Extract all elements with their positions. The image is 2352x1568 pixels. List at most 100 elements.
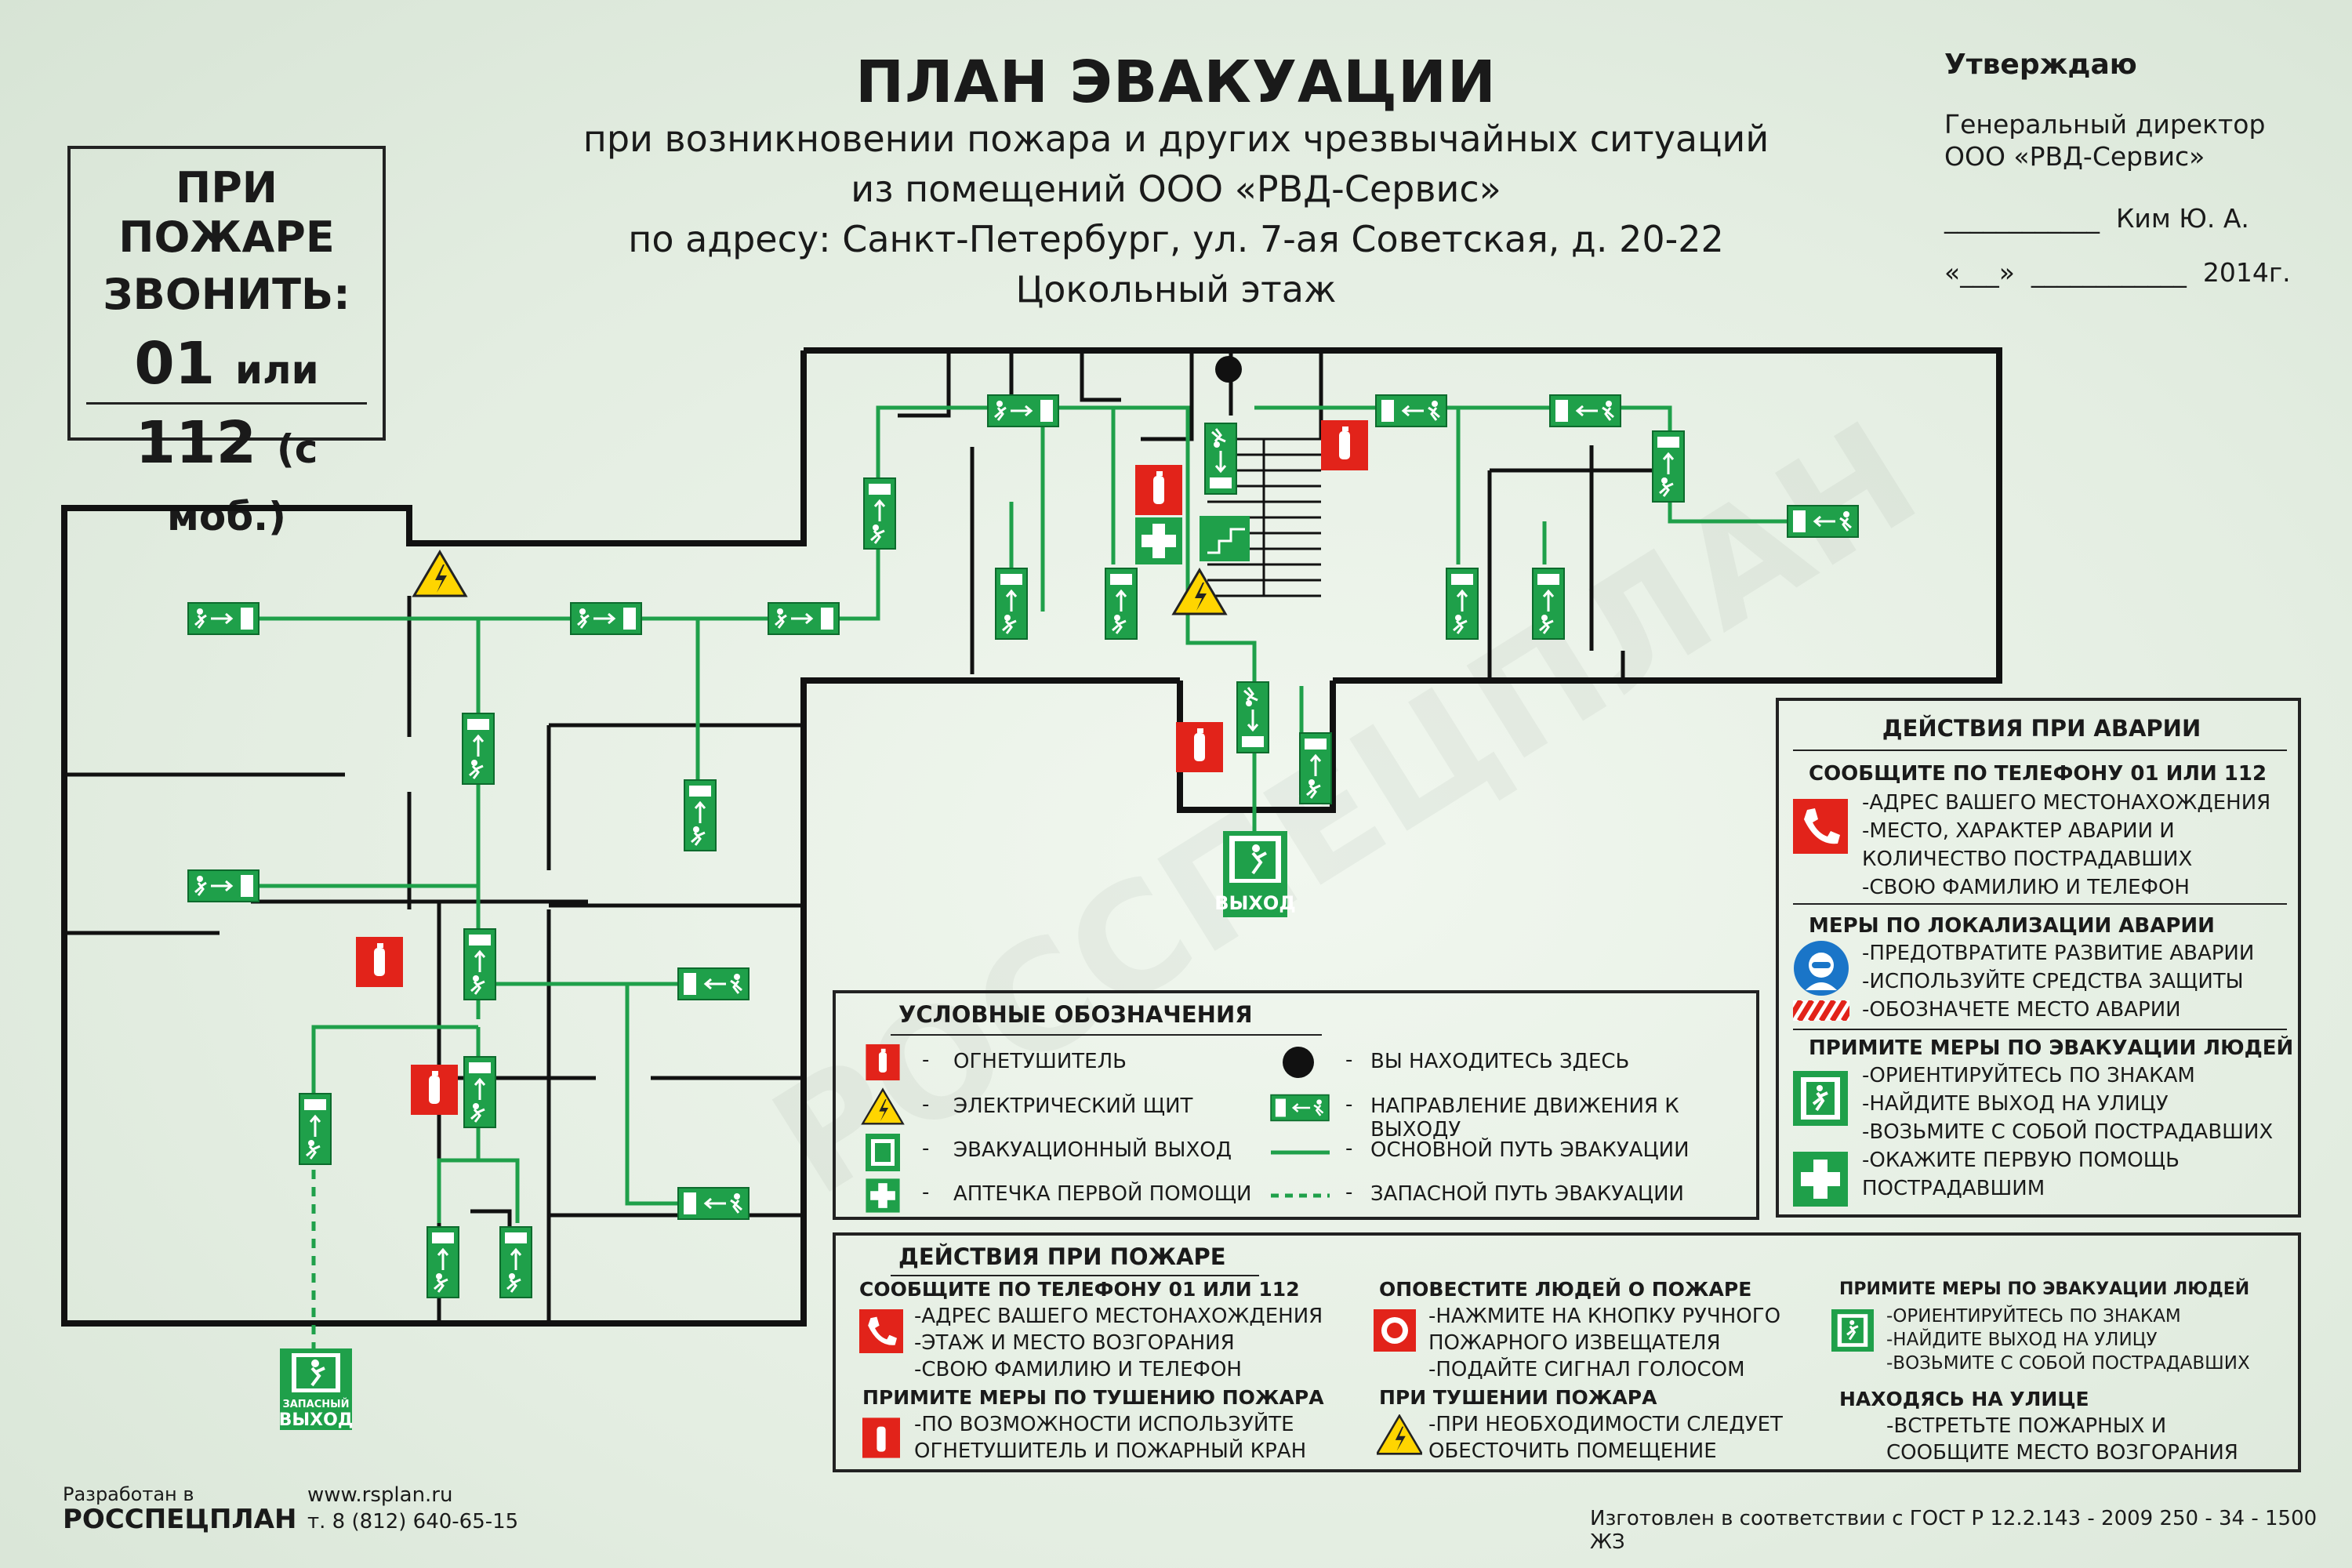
- exit-sign-left-1: [1376, 395, 1446, 426]
- accident-s3-line: -ВОЗЬМИТЕ С СОБОЙ ПОСТРАДАВШИХ: [1862, 1120, 2274, 1144]
- fire-c3-title: ПРИМИТЕ МЕРЫ ПО ЭВАКУАЦИИ ЛЮДЕЙ: [1839, 1279, 2250, 1299]
- legend-dash: -: [922, 1048, 930, 1072]
- extinguisher-icon: [862, 1417, 900, 1458]
- legend-dash: -: [1345, 1093, 1353, 1116]
- approval-role1: Генеральный директор: [1944, 109, 2266, 140]
- exit-sign-left-4: [678, 968, 749, 1000]
- legend-dash: -: [922, 1093, 930, 1116]
- legend-dash: -: [922, 1181, 930, 1204]
- legend-item-exit: ЭВАКУАЦИОННЫЙ ВЫХОД: [953, 1138, 1232, 1162]
- legend-item-first-aid: АПТЕЧКА ПЕРВОЙ ПОМОЩИ: [953, 1182, 1252, 1206]
- phone-icon: [1793, 799, 1848, 854]
- legend-you-are-here-icon: [1283, 1047, 1314, 1078]
- legend-panel: УСЛОВНЫЕ ОБОЗНАЧЕНИЯ - - - - ОГНЕТУШИТЕЛ…: [833, 990, 1759, 1220]
- fire-c2-line: ПОЖАРНОГО ИЗВЕЩАТЕЛЯ: [1428, 1331, 1721, 1355]
- extinguisher-icon: [1135, 465, 1182, 515]
- legend-item-spare-route: ЗАПАСНОЙ ПУТЬ ЭВАКУАЦИИ: [1370, 1182, 1685, 1206]
- subtitle-line-1: при возникновении пожара и других чрезвы…: [583, 118, 1769, 160]
- accident-rule: [1793, 750, 2287, 751]
- accident-s3-line: -ОКАЖИТЕ ПЕРВУЮ ПОМОЩЬ: [1862, 1149, 2180, 1172]
- alarm-button-icon: [1374, 1309, 1416, 1352]
- exit-sign-down-1: [1205, 423, 1236, 494]
- accident-s2-line: -ИСПОЛЬЗУЙТЕ СРЕДСТВА ЗАЩИТЫ: [1862, 970, 2244, 993]
- accident-s3-title: ПРИМИТЕ МЕРЫ ПО ЭВАКУАЦИИ ЛЮДЕЙ: [1809, 1036, 2294, 1060]
- approval-date-blank: ____________: [2031, 257, 2187, 288]
- exit-sign-up-4: [1445, 567, 1479, 641]
- spare-exit-label-2: ВЫХОД: [279, 1410, 354, 1430]
- approval-role2: ООО «РВД-Сервис»: [1944, 141, 2205, 172]
- main-exit-sign: ВЫХОД: [1214, 831, 1296, 917]
- fire-call-or: или: [235, 347, 319, 393]
- exit-sign-up-5: [1531, 567, 1566, 641]
- subtitle-line-3: по адресу: Санкт-Петербург, ул. 7-ая Сов…: [628, 218, 1724, 260]
- developer-site: www.rsplan.ru: [307, 1483, 453, 1507]
- fire-heading-rule: [891, 1275, 1259, 1276]
- approval-block: Утверждаю Генеральный директор ООО «РВД-…: [1944, 49, 2291, 288]
- fire-actions-panel: ДЕЙСТВИЯ ПРИ ПОЖАРЕ СООБЩИТЕ ПО ТЕЛЕФОНУ…: [833, 1232, 2301, 1472]
- extinguisher-icon: [356, 937, 403, 987]
- legend-extinguisher-icon: [866, 1044, 900, 1081]
- fire-c2b-line: -ПРИ НЕОБХОДИМОСТИ СЛЕДУЕТ: [1428, 1413, 1783, 1436]
- spare-exit-sign: ЗАПАСНЫЙ ВЫХОД: [279, 1348, 354, 1430]
- fire-call-line1: ПРИ ПОЖАРЕ: [118, 163, 335, 262]
- page-title: ПЛАН ЭВАКУАЦИИ: [855, 49, 1497, 116]
- accident-s3-line: ПОСТРАДАВШИМ: [1862, 1177, 2045, 1200]
- phone-icon: [859, 1309, 903, 1353]
- fire-c1b-title: ПРИМИТЕ МЕРЫ ПО ТУШЕНИЮ ПОЖАРА: [862, 1386, 1324, 1409]
- legend-dash: -: [922, 1137, 930, 1160]
- exit-icon: [1793, 1071, 1848, 1126]
- protection-icon: [1794, 941, 1849, 996]
- accident-s2-title: МЕРЫ ПО ЛОКАЛИЗАЦИИ АВАРИИ: [1809, 914, 2215, 938]
- exit-sign-up-8: [683, 779, 717, 852]
- fire-c3-line: -ОРИЕНТИРУЙТЕСЬ ПО ЗНАКАМ: [1886, 1306, 2181, 1327]
- exit-sign-right-4: [986, 394, 1060, 428]
- main-exit-label: ВЫХОД: [1214, 892, 1295, 914]
- stair-exit-sign-icon: [1200, 516, 1250, 561]
- accident-s3-line: -НАЙДИТЕ ВЫХОД НА УЛИЦУ: [1862, 1092, 2169, 1116]
- exit-sign-up-1: [862, 477, 897, 550]
- fire-c2-title: ОПОВЕСТИТЕ ЛЮДЕЙ О ПОЖАРЕ: [1379, 1278, 1752, 1301]
- developer-label: Разработан в: [63, 1483, 194, 1505]
- exit-sign-down-2: [1237, 682, 1269, 753]
- approval-year: 2014г.: [2202, 257, 2291, 288]
- accident-heading: ДЕЙСТВИЯ ПРИ АВАРИИ: [1882, 715, 2201, 742]
- accident-s3-line: -ОРИЕНТИРУЙТЕСЬ ПО ЗНАКАМ: [1862, 1064, 2195, 1087]
- electrical-panel-icon: [412, 550, 467, 597]
- fire-c3-line: -ВОЗЬМИТЕ С СОБОЙ ПОСТРАДАВШИХ: [1886, 1353, 2250, 1374]
- subtitle-line-2: из помещений ООО «РВД-Сервис»: [851, 168, 1501, 210]
- legend-item-electrical: ЭЛЕКТРИЧЕСКИЙ ЩИТ: [953, 1094, 1193, 1118]
- exit-sign-right-1: [187, 601, 260, 636]
- legend-exit-icon: [866, 1134, 900, 1171]
- fire-call-divider: [86, 402, 367, 405]
- developer-name: РОССПЕЦПЛАН: [63, 1504, 297, 1535]
- exit-sign-left-2: [1550, 395, 1621, 426]
- spare-exit-label-1: ЗАПАСНЫЙ: [282, 1398, 349, 1410]
- fire-call-box: ПРИ ПОЖАРЕ ЗВОНИТЬ: 01 или 112 (с моб.): [67, 146, 386, 539]
- legend-electrical-icon: [862, 1088, 904, 1125]
- legend-dash: -: [1345, 1137, 1353, 1160]
- exit-sign-right-2: [569, 601, 643, 636]
- accident-s1-line: -МЕСТО, ХАРАКТЕР АВАРИИ И: [1862, 819, 2175, 843]
- electrical-hazard-icon: [1377, 1414, 1422, 1455]
- fire-call-num2: 112: [135, 409, 257, 477]
- fire-c1b-line: ОГНЕТУШИТЕЛЬ И ПОЖАРНЫЙ КРАН: [914, 1439, 1307, 1463]
- legend-heading: УСЛОВНЫЕ ОБОЗНАЧЕНИЯ: [898, 1001, 1253, 1028]
- accident-rule: [1793, 1029, 2287, 1030]
- staircase: [1207, 437, 1321, 597]
- fire-heading: ДЕЙСТВИЯ ПРИ ПОЖАРЕ: [898, 1243, 1226, 1270]
- fire-call-num1: 01: [134, 330, 216, 397]
- extinguisher-icon: [411, 1065, 458, 1115]
- exit-sign-up-12: [426, 1225, 460, 1299]
- legend-dash: -: [1345, 1181, 1353, 1204]
- exit-sign-right-5: [187, 869, 260, 903]
- approval-date-prefix: «___»: [1944, 257, 2015, 288]
- fire-c2-line: -НАЖМИТЕ НА КНОПКУ РУЧНОГО: [1428, 1305, 1781, 1328]
- exit-sign-up-6: [1651, 430, 1686, 503]
- electrical-panel-icon: [1172, 568, 1227, 615]
- exit-sign-up-7: [461, 712, 495, 786]
- fire-c1-title: СООБЩИТЕ ПО ТЕЛЕФОНУ 01 ИЛИ 112: [859, 1278, 1300, 1301]
- fire-c2b-line: ОБЕСТОЧИТЬ ПОМЕЩЕНИЕ: [1428, 1439, 1717, 1463]
- legend-item-you-are-here: ВЫ НАХОДИТЕСЬ ЗДЕСЬ: [1370, 1050, 1630, 1073]
